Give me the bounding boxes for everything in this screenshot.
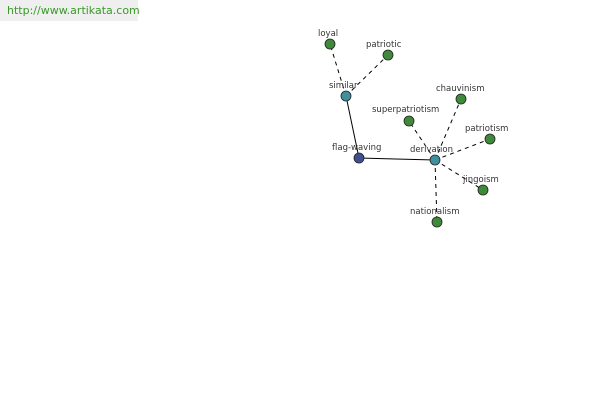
- edge-similar-to-patriotic: [345, 54, 389, 97]
- edge-derivation-to-chauvinism: [434, 98, 462, 161]
- label-derivation: derivation: [410, 145, 453, 155]
- edge-flag-waving-to-derivation: [358, 157, 436, 161]
- node-jingoism[interactable]: [477, 184, 489, 196]
- node-nationalism[interactable]: [431, 216, 443, 228]
- node-patriotic[interactable]: [382, 49, 394, 61]
- node-derivation[interactable]: [429, 154, 441, 166]
- edge-derivation-to-nationalism: [434, 159, 438, 223]
- label-nationalism: nationalism: [410, 207, 460, 217]
- edge-derivation-to-jingoism: [434, 159, 484, 191]
- node-superpatriotism[interactable]: [403, 115, 415, 127]
- label-chauvinism: chauvinism: [436, 84, 485, 94]
- node-flag-waving[interactable]: [353, 152, 365, 164]
- graph-labels: flag-waving similar derivation loyal patriot…: [318, 29, 508, 217]
- label-similar: similar: [329, 81, 358, 91]
- label-jingoism: jingoism: [462, 175, 499, 185]
- graph-edges: [329, 43, 491, 223]
- edge-flag-waving-to-similar: [345, 95, 360, 159]
- source-url-link[interactable]: http://www.artikata.com: [7, 4, 140, 17]
- source-banner: http://www.artikata.com: [0, 0, 140, 21]
- edge-similar-to-loyal: [329, 43, 347, 97]
- edge-derivation-to-patriotism: [434, 138, 491, 161]
- label-patriotism: patriotism: [465, 124, 508, 134]
- label-superpatriotism: superpatriotism: [372, 105, 439, 115]
- node-chauvinism[interactable]: [455, 93, 467, 105]
- node-patriotism[interactable]: [484, 133, 496, 145]
- label-loyal: loyal: [318, 29, 338, 39]
- node-loyal[interactable]: [324, 38, 336, 50]
- node-similar[interactable]: [340, 90, 352, 102]
- label-patriotic: patriotic: [366, 40, 402, 50]
- graph-nodes: [324, 38, 496, 228]
- label-flag-waving: flag-waving: [332, 143, 381, 153]
